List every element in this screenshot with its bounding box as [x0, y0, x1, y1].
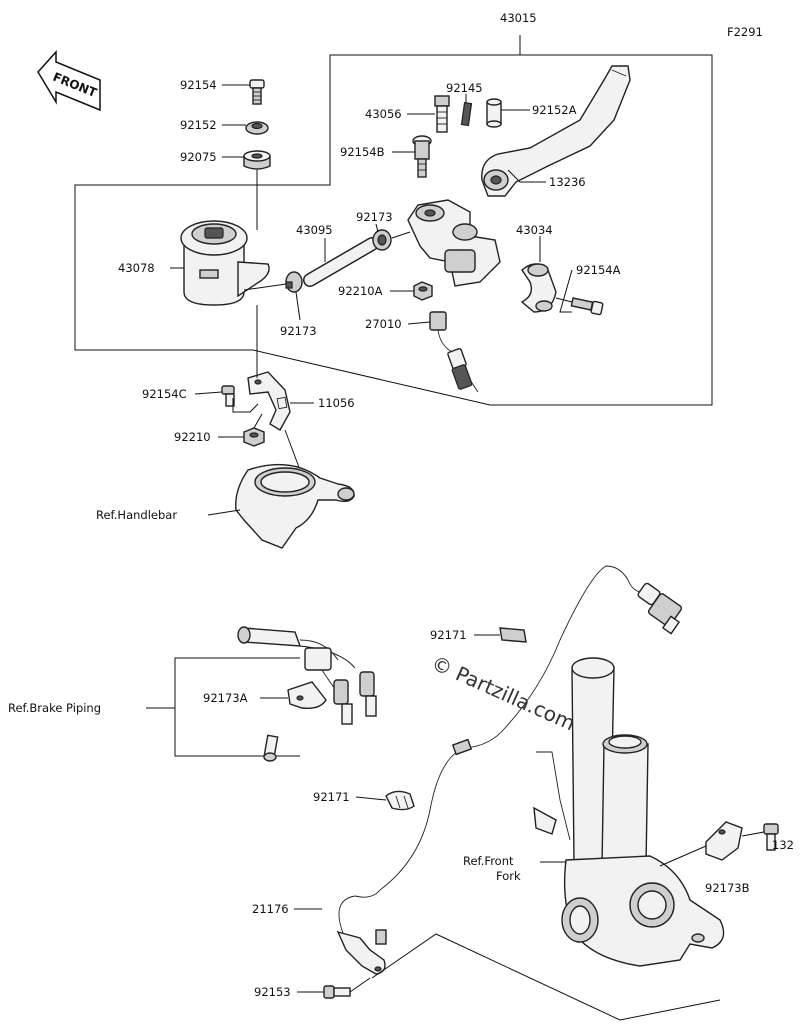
- bolt-piping: [263, 734, 279, 762]
- label-92173-bottom: 92173: [280, 324, 317, 338]
- label-92171-bottom: 92171: [313, 790, 350, 804]
- bracket-11056: [247, 371, 291, 431]
- fitting-43056: [434, 95, 450, 133]
- master-cylinder-body: [407, 199, 501, 287]
- label-11056: 11056: [318, 396, 355, 410]
- bolt-92154b: [412, 135, 432, 178]
- front-fork-ref: [533, 657, 725, 967]
- label-92152a: 92152A: [532, 103, 577, 117]
- bolt-92154a: [570, 297, 604, 316]
- brake-lever-13236: [481, 65, 631, 197]
- label-43056: 43056: [365, 107, 402, 121]
- label-92153: 92153: [254, 985, 291, 999]
- brake-piping-ref: [237, 626, 377, 725]
- nut-92210a: [413, 281, 433, 301]
- label-92173b: 92173B: [705, 881, 750, 895]
- label-43015: 43015: [500, 11, 537, 25]
- label-92154c: 92154C: [142, 387, 187, 401]
- label-132: 132: [772, 838, 794, 852]
- label-92152: 92152: [180, 118, 217, 132]
- grommet-92075: [243, 150, 271, 170]
- hose-clamp-92173-right: [372, 229, 392, 251]
- label-92154a: 92154A: [576, 263, 621, 277]
- label-92173-top: 92173: [356, 210, 393, 224]
- assembly-outline: [74, 35, 713, 406]
- label-92210a: 92210A: [338, 284, 383, 298]
- brake-switch-27010: [429, 311, 479, 393]
- clamp-43034: [520, 263, 557, 313]
- label-92154b: 92154B: [340, 145, 385, 159]
- hose-guide-92173a: [287, 681, 327, 710]
- pin-92145: [460, 102, 473, 127]
- label-92173a: 92173A: [203, 691, 248, 705]
- guide-92173b: [705, 821, 743, 861]
- label-43095: 43095: [296, 223, 333, 237]
- bolt-92154: [249, 79, 265, 105]
- figure-code: F2291: [727, 25, 763, 39]
- ref-front-fork-line1: Ref.Front: [463, 854, 514, 868]
- leader-lines: [146, 84, 573, 993]
- label-21176: 21176: [252, 902, 289, 916]
- label-92154: 92154: [180, 78, 217, 92]
- bolt-92154c: [221, 385, 235, 407]
- clip-92171-top: [499, 627, 527, 643]
- label-43078: 43078: [118, 261, 155, 275]
- front-arrow-icon: FRONT: [37, 50, 101, 112]
- label-27010: 27010: [365, 317, 402, 331]
- label-92145: 92145: [446, 81, 483, 95]
- sensor-end-21176: [336, 929, 387, 975]
- bolt-132: [763, 823, 779, 851]
- hose-clamp-92173-left: [285, 271, 303, 293]
- ref-brake-piping: Ref.Brake Piping: [8, 701, 101, 715]
- bolt-92153: [323, 985, 351, 999]
- hose-43095: [303, 237, 379, 287]
- label-13236: 13236: [549, 175, 586, 189]
- label-92075: 92075: [180, 150, 217, 164]
- label-92210: 92210: [174, 430, 211, 444]
- nut-92210: [243, 427, 265, 447]
- label-43034: 43034: [516, 223, 553, 237]
- ref-front-fork-line2: Fork: [496, 869, 521, 883]
- collar-92152: [245, 121, 269, 135]
- reservoir-43078: [180, 220, 270, 306]
- watermark: © Partzilla.com: [428, 651, 579, 736]
- handlebar-clamp-ref: [235, 463, 355, 549]
- sensor-lead-21176: [338, 565, 683, 937]
- ref-handlebar: Ref.Handlebar: [96, 508, 177, 522]
- clip-92171-bottom: [385, 790, 415, 811]
- collar-92152a: [486, 98, 502, 128]
- label-92171-top: 92171: [430, 628, 467, 642]
